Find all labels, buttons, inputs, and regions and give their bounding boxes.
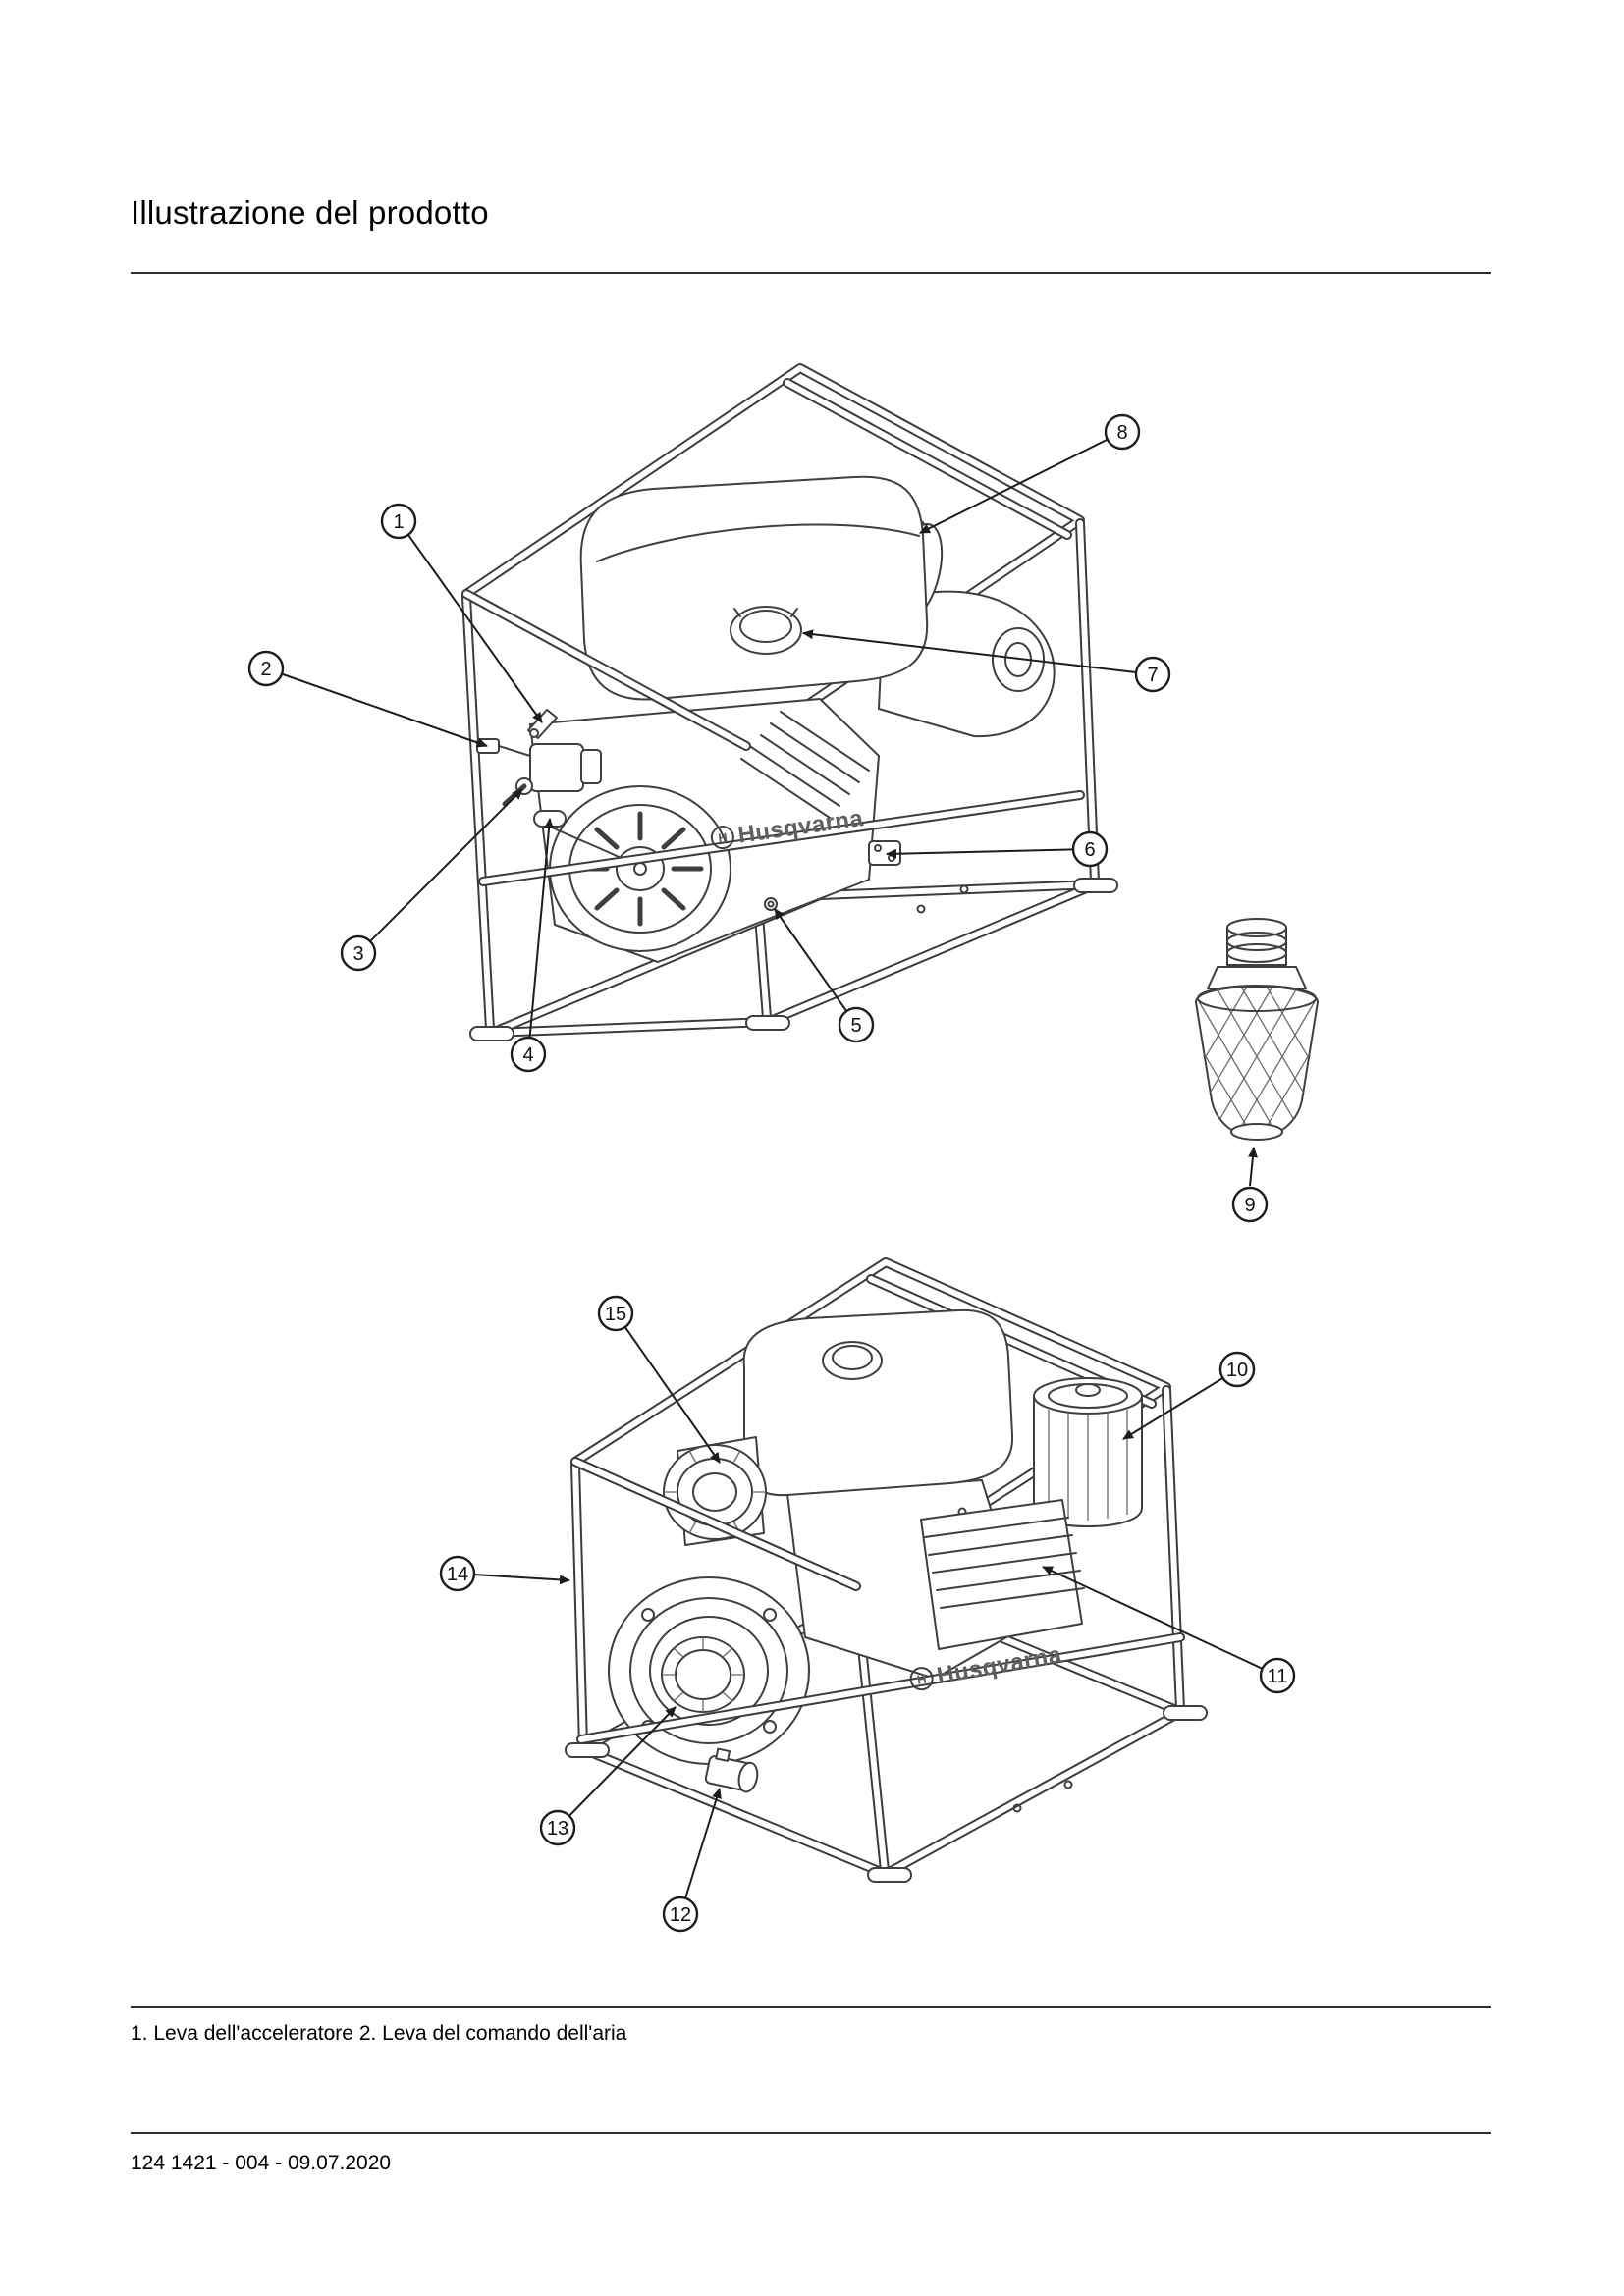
callout-number: 13 — [547, 1818, 568, 1840]
callout-arrow — [265, 667, 488, 748]
callout-6: 6 — [886, 830, 1109, 868]
callout-arrow — [357, 788, 523, 954]
callout-arrow — [1042, 1566, 1278, 1677]
callout-circle — [539, 1809, 576, 1846]
callout-circle — [1134, 656, 1171, 693]
callout-circle — [662, 1896, 699, 1933]
callout-circle — [380, 503, 417, 540]
protective-frame — [461, 363, 1101, 1038]
husqvarna-logo-icon — [909, 1667, 934, 1691]
fuel-tank — [579, 475, 929, 701]
callout-circle — [838, 1006, 875, 1043]
air-filter — [1033, 1377, 1143, 1527]
callout-number: 15 — [605, 1304, 626, 1325]
page-footer: 124 1421 - 004 - 09.07.2020 — [131, 2152, 392, 2174]
callout-10: 10 — [1122, 1351, 1256, 1440]
title-divider — [131, 272, 1491, 274]
callout-number: 6 — [1084, 839, 1095, 861]
frame-feet — [469, 878, 1118, 1041]
callout-8: 8 — [919, 413, 1141, 534]
callout-number: 2 — [260, 659, 271, 680]
callout-arrow — [802, 629, 1154, 675]
callout-circle — [510, 1036, 547, 1073]
frame-front-rails — [461, 589, 1085, 886]
callout-circle — [1259, 1657, 1296, 1694]
caption-divider — [131, 2006, 1491, 2008]
fuel-cap — [730, 606, 802, 655]
callout-arrow — [557, 1706, 677, 1829]
callout-number: 10 — [1226, 1360, 1248, 1381]
callout-9: 9 — [1231, 1147, 1269, 1223]
callout-circle — [340, 934, 377, 972]
callout-number: 7 — [1147, 665, 1158, 686]
hose-connector — [1226, 918, 1287, 966]
callout-arrow — [527, 818, 555, 1055]
callout-5: 5 — [774, 908, 875, 1043]
figure-top-pump-diagram: H Husqvarna 1 2 3 4 5 — [247, 363, 1171, 1073]
callout-number: 4 — [522, 1044, 533, 1066]
callout-3: 3 — [340, 788, 523, 972]
callout-arrow — [886, 848, 1091, 859]
callout-circle — [1231, 1186, 1269, 1223]
pump-housing — [608, 1576, 810, 1765]
callout-2: 2 — [247, 650, 488, 748]
figure-bottom-pump-diagram: H Husqvarna 15 10 14 11 13 — [439, 1257, 1296, 1933]
callout-circle — [439, 1555, 476, 1592]
callout-4: 4 — [510, 818, 555, 1073]
callout-number: 9 — [1244, 1195, 1255, 1216]
callout-11: 11 — [1042, 1566, 1296, 1694]
callout-number: 11 — [1268, 1666, 1288, 1687]
callout-arrow — [774, 908, 857, 1026]
fuel-tank — [742, 1308, 1014, 1497]
callout-arrow — [398, 520, 543, 723]
footer-divider — [131, 2132, 1491, 2134]
callout-circle — [1104, 413, 1141, 451]
choke-lever — [476, 738, 531, 757]
strainer-flange — [1207, 966, 1307, 989]
callout-arrow — [615, 1312, 721, 1464]
drain-bolt — [764, 897, 778, 911]
husqvarna-logo-initial: H — [916, 1671, 928, 1686]
page-title: Illustrazione del prodotto — [131, 194, 489, 231]
figure-caption: 1. Leva dell'acceleratore 2. Leva del co… — [131, 2022, 627, 2045]
carburettor — [529, 743, 602, 792]
callout-number: 12 — [670, 1904, 691, 1926]
callout-circle — [597, 1295, 634, 1332]
callout-circle — [247, 650, 285, 687]
callout-circle — [1218, 1351, 1256, 1388]
callout-15: 15 — [597, 1295, 721, 1464]
fuel-valve — [502, 777, 533, 807]
callout-number: 5 — [850, 1015, 861, 1037]
callout-1: 1 — [380, 503, 543, 723]
drain-plug — [704, 1747, 759, 1793]
muffler-cooling-fins — [920, 1499, 1085, 1650]
callout-number: 1 — [393, 511, 404, 533]
callout-13: 13 — [539, 1706, 677, 1846]
callout-arrow — [679, 1788, 722, 1915]
frame-front-rails — [570, 1457, 1185, 1744]
callout-7: 7 — [802, 629, 1171, 693]
callout-arrow — [919, 431, 1123, 534]
husqvarna-logo-icon — [710, 826, 734, 850]
callout-12: 12 — [662, 1788, 722, 1933]
frame-feet — [565, 1705, 1208, 1883]
callout-arrow — [457, 1573, 570, 1585]
strainer-basket — [1195, 985, 1319, 1141]
callout-arrow — [1248, 1147, 1258, 1187]
callout-number: 8 — [1116, 422, 1127, 444]
callout-14: 14 — [439, 1555, 570, 1592]
figure-strainer: 9 — [1195, 918, 1319, 1223]
callout-circle — [1071, 830, 1109, 868]
callout-number: 14 — [447, 1564, 468, 1585]
husqvarna-logo-initial: H — [717, 829, 728, 845]
suction-strainer — [1195, 918, 1319, 1141]
callout-arrow — [1122, 1368, 1238, 1440]
callout-number: 3 — [352, 943, 363, 965]
